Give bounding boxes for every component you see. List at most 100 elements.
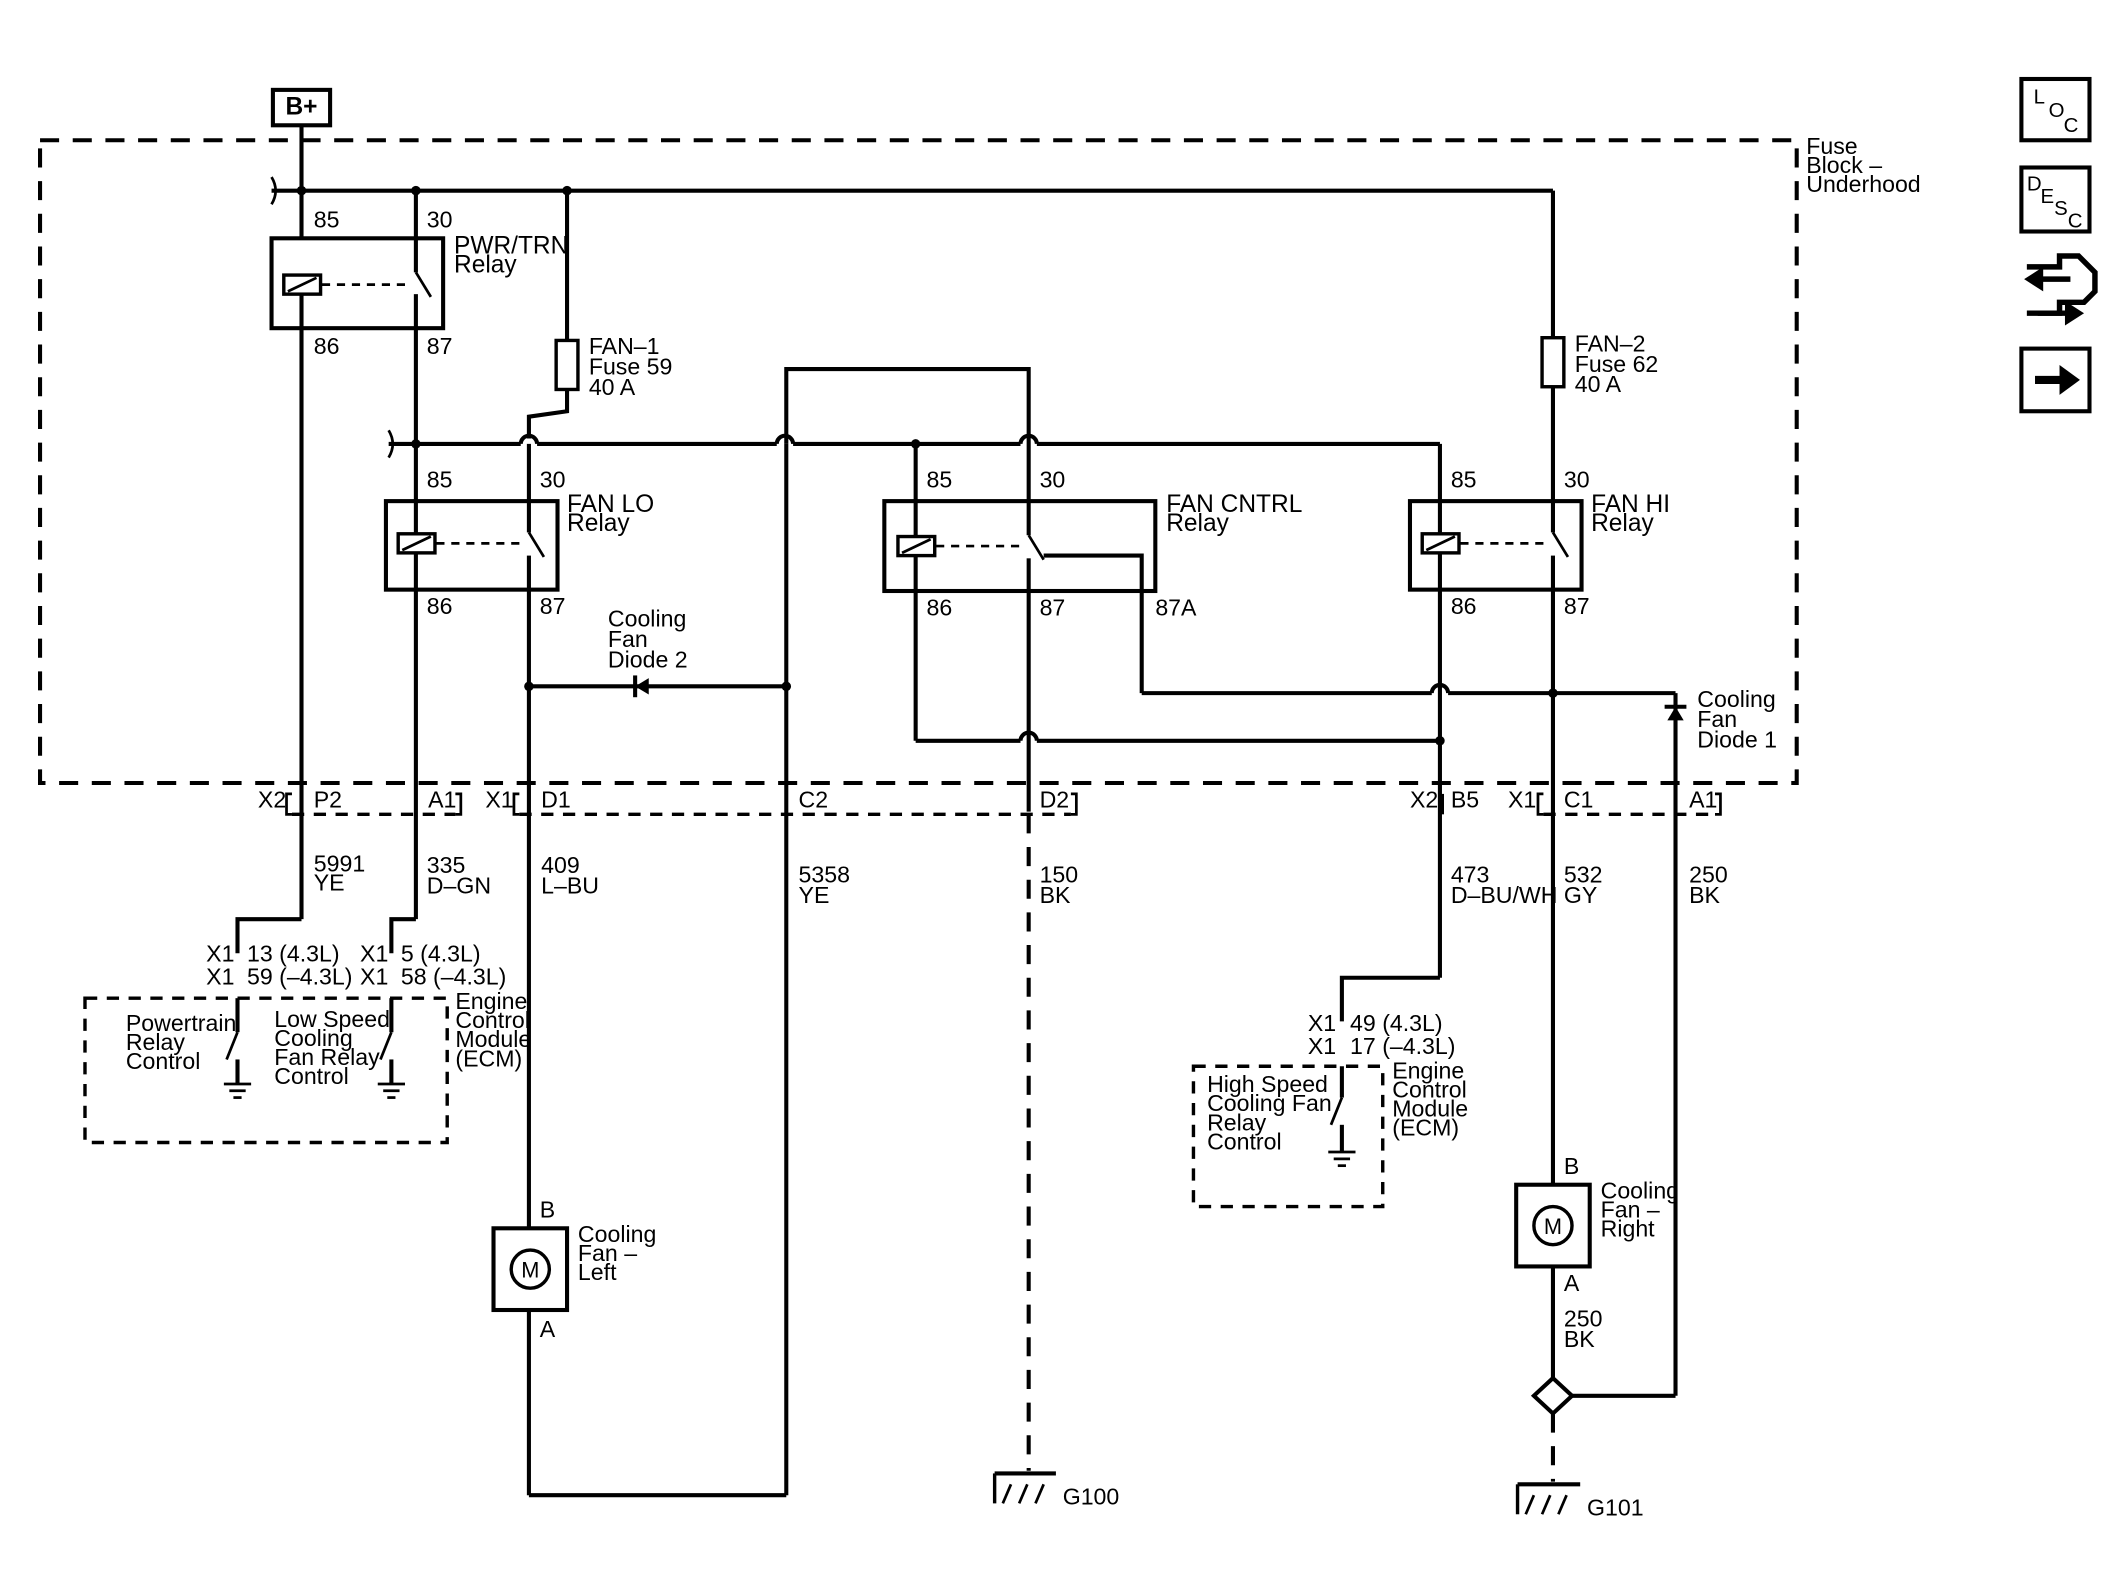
svg-text:Fuse 62: Fuse 62 bbox=[1575, 351, 1659, 377]
svg-text:30: 30 bbox=[1564, 467, 1590, 493]
svg-text:Fuse 59: Fuse 59 bbox=[589, 353, 673, 379]
fan-cntrl-relay: 85 30 FAN CNTRL Relay 86 87 87A bbox=[882, 467, 1302, 621]
svg-text:Module: Module bbox=[455, 1026, 531, 1052]
svg-text:Diode 2: Diode 2 bbox=[608, 646, 688, 672]
svg-text:PWR/TRN: PWR/TRN bbox=[454, 232, 568, 259]
svg-text:A: A bbox=[1564, 1270, 1580, 1296]
svg-text:M: M bbox=[1544, 1214, 1562, 1239]
svg-text:87: 87 bbox=[427, 333, 453, 359]
svg-text:Underhood: Underhood bbox=[1806, 171, 1920, 197]
svg-text:E: E bbox=[2040, 186, 2054, 208]
wire-label-409: 409 L–BU bbox=[541, 852, 599, 898]
b-plus-bus bbox=[270, 125, 1555, 341]
svg-text:Relay: Relay bbox=[1166, 510, 1229, 537]
fan-lo-relay: 85 30 FAN LO Relay 86 87 bbox=[383, 467, 654, 619]
svg-text:Cooling: Cooling bbox=[274, 1025, 352, 1051]
svg-text:Fuse: Fuse bbox=[1806, 133, 1857, 159]
svg-text:FAN LO: FAN LO bbox=[567, 491, 654, 518]
svg-text:X1: X1 bbox=[1308, 1010, 1336, 1036]
internal-wiring bbox=[524, 443, 1678, 1496]
svg-text:L–BU: L–BU bbox=[541, 872, 599, 898]
svg-text:5991: 5991 bbox=[314, 851, 365, 877]
wire-label-532: 532 GY bbox=[1564, 861, 1603, 907]
svg-text:C: C bbox=[2064, 115, 2079, 137]
svg-text:High Speed: High Speed bbox=[1207, 1071, 1328, 1097]
loop-wire-top bbox=[784, 366, 1031, 502]
svg-text:B: B bbox=[1564, 1153, 1579, 1179]
svg-text:D2: D2 bbox=[1040, 787, 1070, 813]
location-icon[interactable]: L O C bbox=[2019, 76, 2092, 143]
svg-text:Fan: Fan bbox=[1697, 706, 1737, 732]
svg-text:Low Speed: Low Speed bbox=[274, 1006, 390, 1032]
battery-positive-source: B+ bbox=[270, 87, 333, 128]
fuse-block-label: Fuse Block – Underhood bbox=[1806, 133, 1920, 197]
svg-text:409: 409 bbox=[541, 852, 580, 878]
svg-text:O: O bbox=[2049, 100, 2065, 122]
svg-text:49 (4.3L): 49 (4.3L) bbox=[1350, 1010, 1443, 1036]
svg-text:59 (–4.3L): 59 (–4.3L) bbox=[247, 964, 352, 990]
svg-text:A1: A1 bbox=[1689, 787, 1717, 813]
svg-text:Module: Module bbox=[1392, 1096, 1468, 1122]
wire-label-473: 473 D–BU/WH bbox=[1451, 861, 1558, 907]
svg-text:87: 87 bbox=[1564, 593, 1590, 619]
svg-text:Control: Control bbox=[274, 1063, 349, 1089]
next-arrow-icon[interactable] bbox=[2019, 346, 2092, 414]
wire-label-5358: 5358 YE bbox=[799, 861, 850, 907]
svg-text:FAN–1: FAN–1 bbox=[589, 333, 660, 359]
svg-text:A1: A1 bbox=[428, 787, 456, 813]
svg-text:D–BU/WH: D–BU/WH bbox=[1451, 882, 1558, 908]
wire-label-250-a: 250 BK bbox=[1689, 861, 1728, 907]
svg-text:86: 86 bbox=[927, 595, 953, 621]
svg-text:86: 86 bbox=[427, 593, 453, 619]
svg-text:Powertrain: Powertrain bbox=[126, 1010, 237, 1036]
svg-text:X2: X2 bbox=[258, 787, 286, 813]
fuse-block-boundary bbox=[38, 138, 1799, 786]
svg-text:Diode 1: Diode 1 bbox=[1697, 727, 1777, 753]
svg-text:G101: G101 bbox=[1587, 1495, 1644, 1521]
svg-text:X1: X1 bbox=[1308, 1033, 1336, 1059]
svg-text:FAN HI: FAN HI bbox=[1591, 491, 1670, 518]
svg-text:85: 85 bbox=[927, 467, 953, 493]
svg-text:FAN–2: FAN–2 bbox=[1575, 330, 1646, 356]
svg-text:X2: X2 bbox=[1410, 787, 1438, 813]
svg-text:Control: Control bbox=[126, 1048, 201, 1074]
svg-text:X1: X1 bbox=[360, 964, 388, 990]
svg-text:87: 87 bbox=[540, 593, 566, 619]
svg-text:X1: X1 bbox=[206, 940, 234, 966]
svg-text:532: 532 bbox=[1564, 861, 1603, 887]
ecm-left: X1 13 (4.3L) X1 59 (–4.3L) X1 5 (4.3L) X… bbox=[83, 917, 531, 1145]
svg-text:87A: 87A bbox=[1155, 595, 1197, 621]
svg-text:C: C bbox=[2068, 210, 2083, 232]
svg-text:(ECM): (ECM) bbox=[1392, 1115, 1459, 1141]
svg-text:Cooling: Cooling bbox=[1601, 1177, 1679, 1203]
svg-text:P2: P2 bbox=[314, 787, 342, 813]
svg-text:L: L bbox=[2034, 86, 2045, 108]
svg-text:250: 250 bbox=[1689, 861, 1728, 887]
svg-text:Left: Left bbox=[578, 1259, 617, 1285]
svg-text:B5: B5 bbox=[1451, 787, 1479, 813]
schematic-hand-icon[interactable] bbox=[2024, 253, 2098, 326]
svg-text:85: 85 bbox=[427, 467, 453, 493]
svg-text:Relay: Relay bbox=[1207, 1109, 1267, 1135]
svg-text:M: M bbox=[521, 1257, 539, 1282]
svg-text:40 A: 40 A bbox=[1575, 371, 1622, 397]
svg-text:(ECM): (ECM) bbox=[455, 1045, 522, 1071]
svg-text:Relay: Relay bbox=[126, 1029, 186, 1055]
svg-text:D1: D1 bbox=[541, 787, 571, 813]
svg-text:13 (4.3L): 13 (4.3L) bbox=[247, 940, 340, 966]
svg-text:5358: 5358 bbox=[799, 861, 850, 887]
connector-x1-mid: X1 D1 C2 D2 bbox=[485, 787, 1078, 817]
svg-text:X1: X1 bbox=[206, 964, 234, 990]
description-icon[interactable]: D E S C bbox=[2019, 165, 2092, 234]
connector-x2-left: X2 P2 A1 bbox=[258, 787, 463, 817]
ground-g100: G100 bbox=[992, 814, 1119, 1510]
svg-text:250: 250 bbox=[1564, 1305, 1603, 1331]
svg-text:YE: YE bbox=[314, 870, 345, 896]
svg-text:473: 473 bbox=[1451, 861, 1490, 887]
svg-text:Cooling: Cooling bbox=[608, 605, 686, 631]
connector-x2-right: X2 B5 bbox=[1410, 787, 1479, 815]
svg-text:86: 86 bbox=[1451, 593, 1477, 619]
svg-text:B: B bbox=[540, 1196, 555, 1222]
svg-text:X1: X1 bbox=[485, 787, 513, 813]
